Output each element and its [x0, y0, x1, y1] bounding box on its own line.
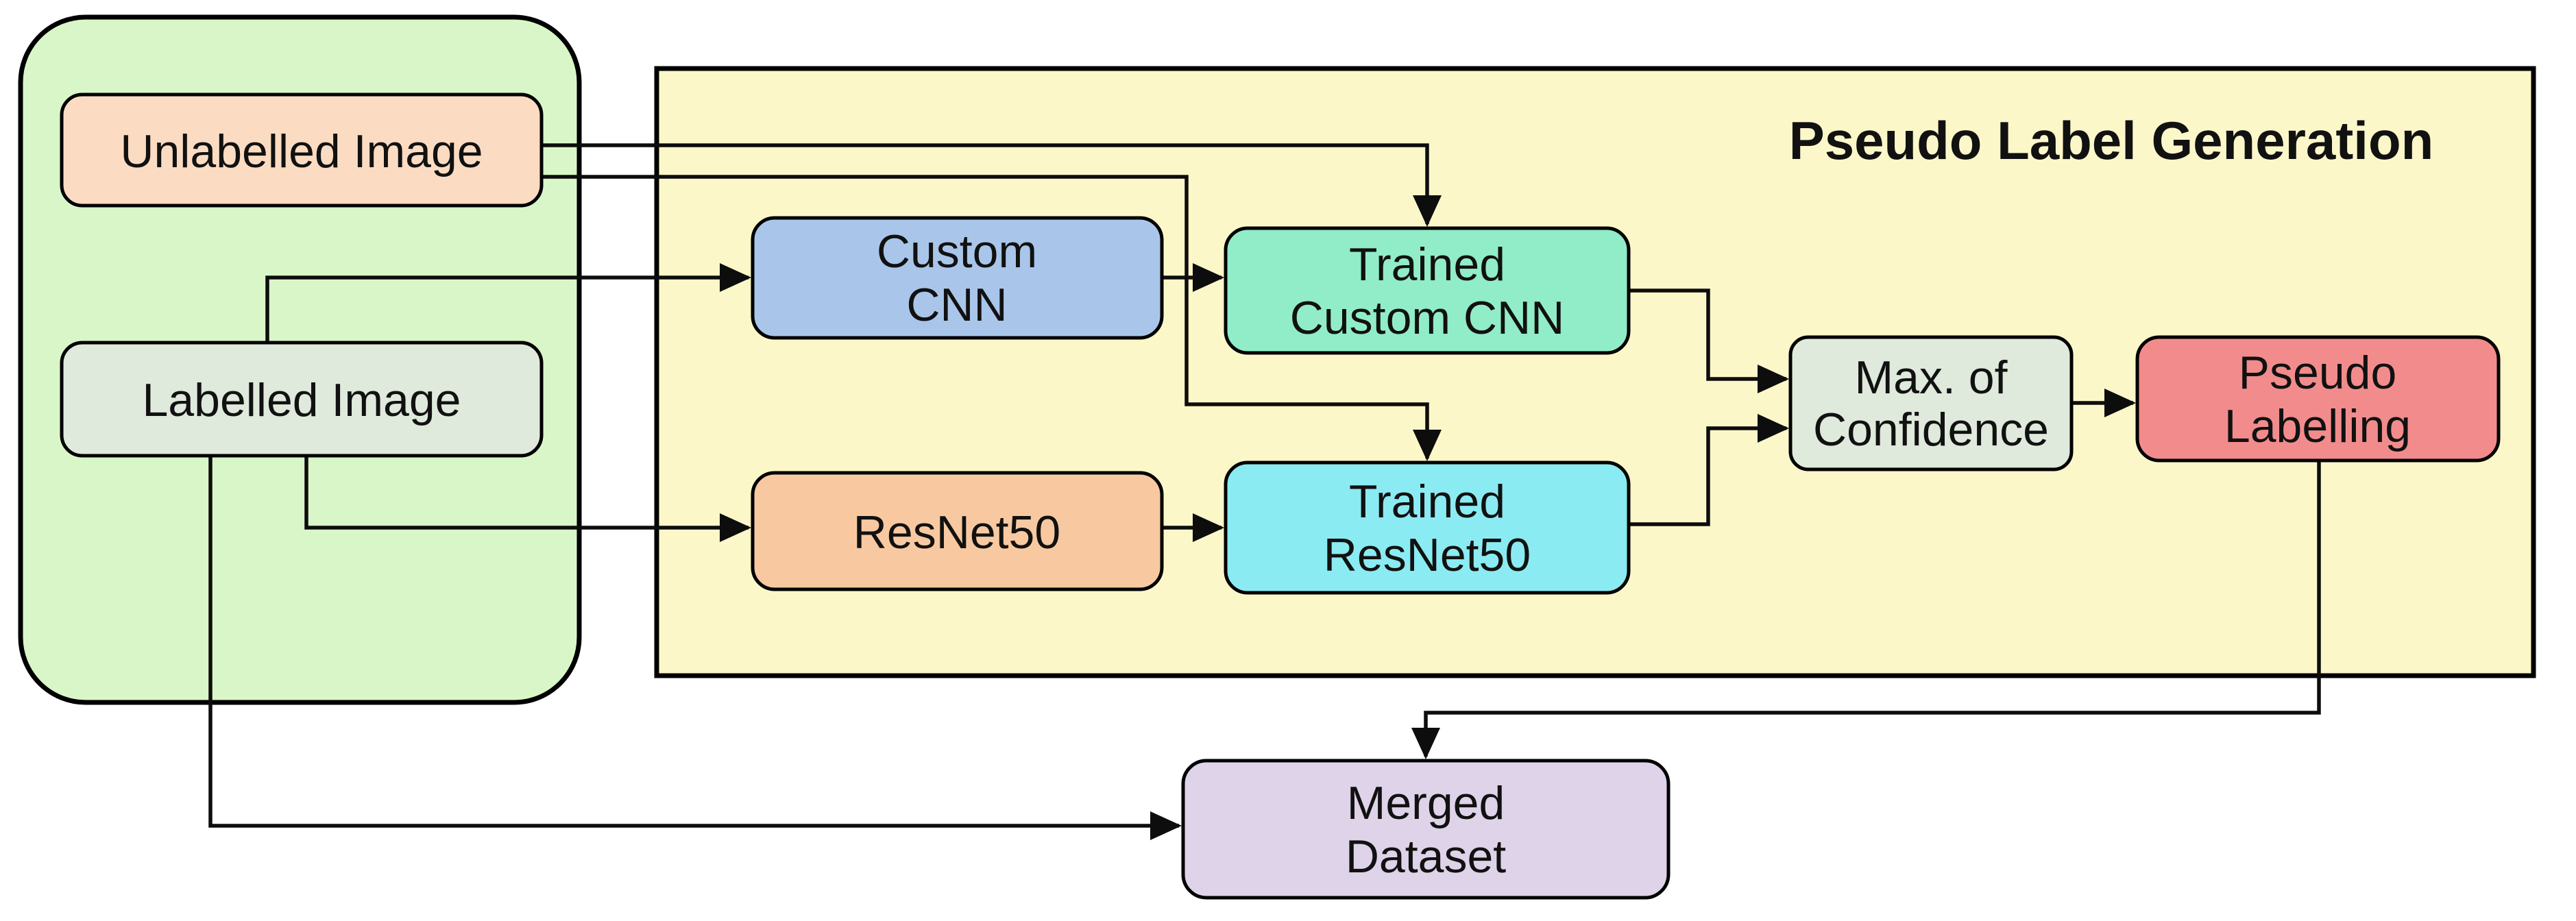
trained-custom-cnn-label-line1: Trained: [1349, 238, 1505, 291]
edge-group: [208, 143, 2321, 840]
node-labelled-image: [60, 341, 544, 458]
max-confidence-label-line2: Confidence: [1813, 404, 2049, 456]
edge-unlabelled-to-trained-custom-cnn: [542, 143, 1442, 227]
merged-dataset-label-line2: Dataset: [1346, 831, 1506, 883]
custom-cnn-label-line1: Custom: [877, 225, 1037, 278]
resnet50-label: ResNet50: [853, 506, 1060, 558]
edge-labelled-to-custom-cnn: [265, 263, 751, 343]
node-resnet50: [751, 471, 1164, 591]
trained-custom-cnn-label-line2: Custom CNN: [1290, 292, 1565, 344]
node-merged-dataset: [1181, 759, 1670, 900]
diagram-title: Pseudo Label Generation: [1789, 110, 2434, 171]
edge-labelled-to-merged-dataset: [208, 456, 1182, 840]
pseudo-labelling-label-line1: Pseudo: [2239, 347, 2397, 399]
node-trained-custom-cnn: [1224, 226, 1631, 355]
trained-resnet50-label-line1: Trained: [1349, 476, 1505, 528]
node-max-confidence: [1788, 335, 2074, 471]
custom-cnn-label-line2: CNN: [906, 279, 1007, 331]
node-pseudo-labelling: [2135, 335, 2501, 463]
edge-trained-resnet50-to-max-confidence: [1630, 414, 1789, 526]
node-trained-resnet50: [1224, 460, 1631, 595]
edge-unlabelled-to-trained-resnet50: [542, 175, 1442, 461]
labelled-image-label: Labelled Image: [142, 374, 461, 426]
unlabelled-image-label: Unlabelled Image: [120, 125, 483, 177]
max-confidence-label-line1: Max. of: [1855, 352, 2008, 404]
pseudo-labelling-label-line2: Labelling: [2224, 400, 2411, 452]
node-unlabelled-image: [60, 93, 544, 208]
merged-dataset-label-line1: Merged: [1347, 777, 1505, 829]
node-custom-cnn: [751, 216, 1164, 340]
trained-resnet50-label-line2: ResNet50: [1324, 529, 1531, 581]
edge-pseudo-labelling-to-merged-dataset: [1411, 460, 2321, 759]
edge-trained-custom-cnn-to-max-confidence: [1630, 288, 1789, 393]
edge-labelled-to-resnet50: [304, 456, 751, 542]
